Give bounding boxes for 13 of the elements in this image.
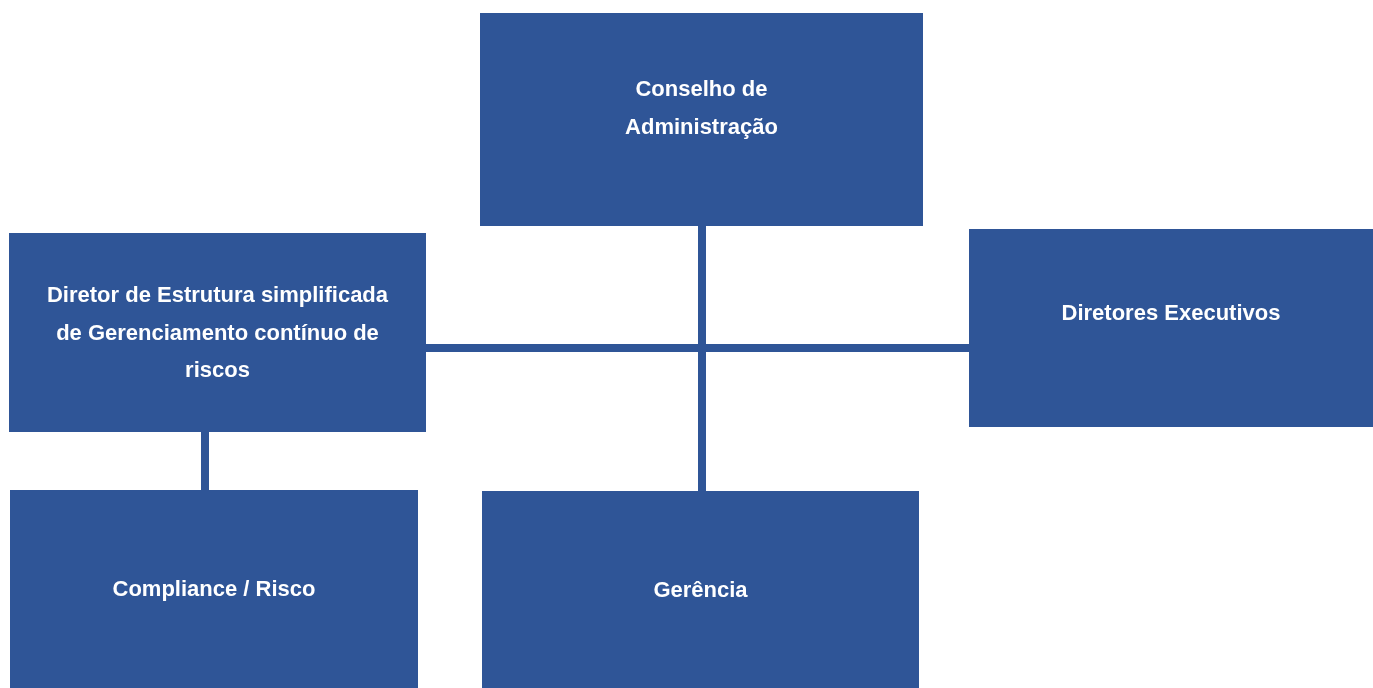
connector-line — [698, 226, 706, 491]
box-label: Diretor de Estrutura simplificada de Gerenciamento contínuo de riscos — [45, 281, 390, 385]
box-label: Conselho de Administração — [624, 75, 779, 141]
box-label: Gerência — [653, 575, 748, 604]
org-box — [9, 233, 426, 432]
box-label: Compliance / Risco — [112, 575, 316, 604]
org-box — [969, 229, 1373, 427]
box-label: Diretores Executivos — [1061, 299, 1281, 328]
org-box — [10, 490, 418, 688]
connector-line — [426, 344, 969, 352]
org-box — [482, 491, 919, 688]
org-box — [480, 13, 923, 226]
connector-line — [201, 432, 209, 490]
